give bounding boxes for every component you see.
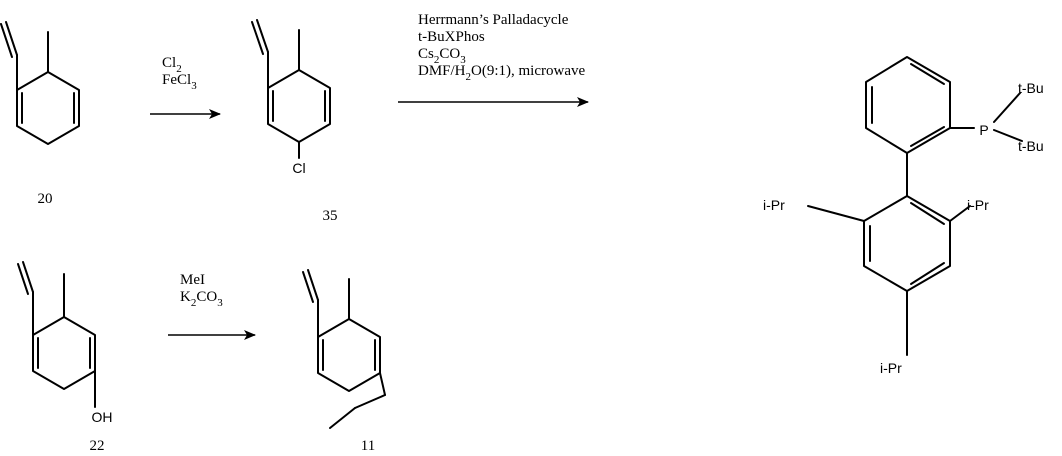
reagent-cs2co3: Cs2CO3 (418, 46, 466, 66)
substituent-oh: OH (92, 409, 113, 425)
compound-35-label: 35 (323, 208, 338, 224)
compound-11-structure (302, 269, 386, 429)
ligand-structure (807, 56, 1023, 356)
ligand-t-bu-lower: t-Bu (1018, 138, 1044, 154)
ligand-t-bu-upper: t-Bu (1018, 80, 1044, 96)
ligand-i-pr-right: i-Pr (967, 197, 989, 213)
substituent-cl: Cl (292, 160, 305, 176)
compound-35-structure (251, 19, 331, 159)
ligand-i-pr-bottom: i-Pr (880, 360, 902, 376)
reagent-mei: MeI (180, 272, 205, 288)
reagent-k2co3: K2CO3 (180, 289, 223, 309)
reagent-solvent-conditions: DMF/H2O(9:1), microwave (418, 63, 585, 83)
ligand-phosphorus: P (979, 122, 988, 138)
compound-22-structure (17, 261, 96, 408)
reagent-fecl3: FeCl3 (162, 72, 197, 92)
reagent-cl2: Cl2 (162, 55, 182, 75)
reagent-herrmann-palladacycle: Herrmann’s Palladacycle (418, 12, 569, 28)
compound-20-label: 20 (38, 191, 53, 207)
compound-22-label: 22 (90, 438, 105, 454)
compound-20-structure (0, 21, 80, 145)
compound-11-label: 11 (361, 438, 375, 454)
reagent-t-buxphos: t-BuXPhos (418, 29, 485, 45)
ligand-i-pr-left: i-Pr (763, 197, 785, 213)
